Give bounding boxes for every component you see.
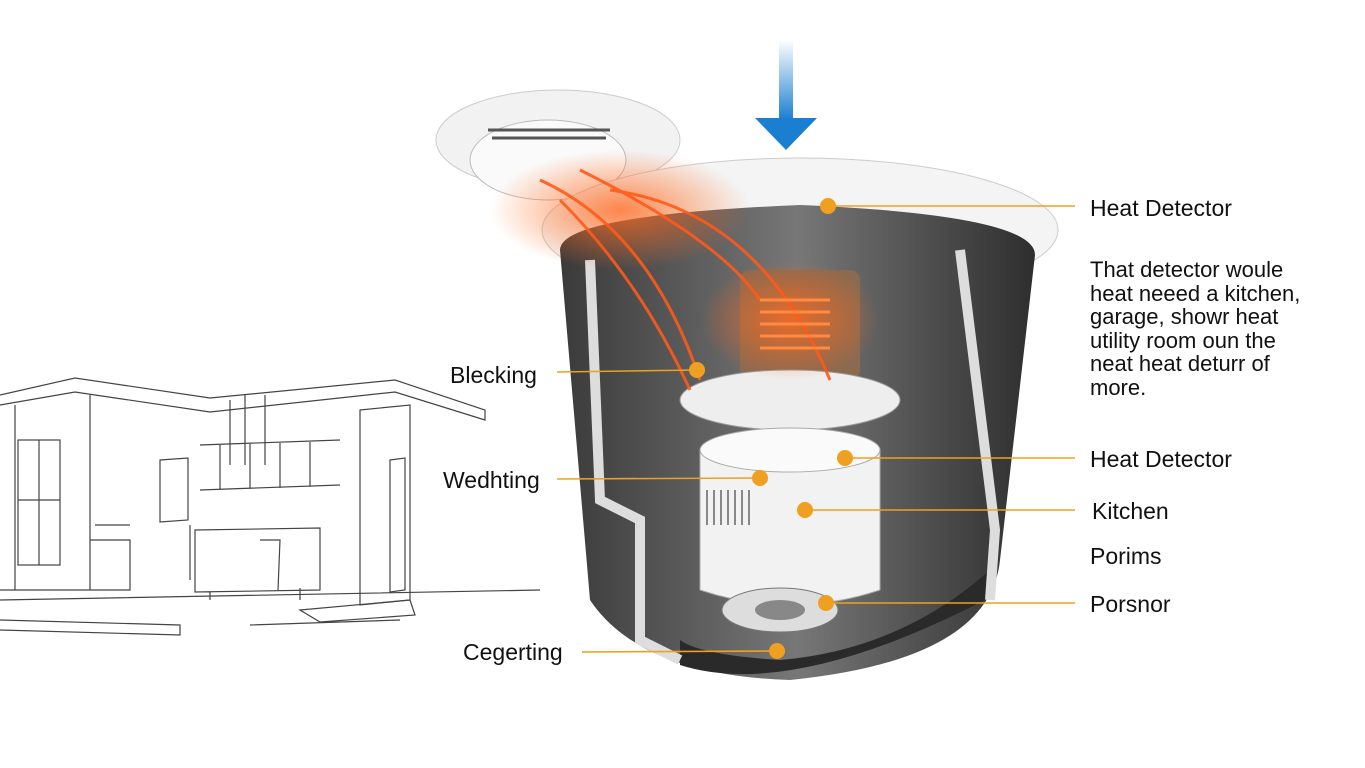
leader-dot	[769, 643, 785, 659]
label-porsnor: Porsnor	[1090, 591, 1171, 617]
leader-dot	[689, 362, 705, 378]
leader-dot	[820, 198, 836, 214]
house-sketch	[0, 377, 541, 636]
description-line: more.	[1090, 374, 1147, 400]
description-line: heat neeed a kitchen,	[1090, 280, 1301, 306]
label-heat-detector-mid: Heat Detector	[1090, 446, 1232, 472]
leader-dot	[818, 595, 834, 611]
label-blecking: Blecking	[450, 362, 537, 388]
label-porims: Porims	[1090, 543, 1162, 569]
leader-dot	[752, 470, 768, 486]
description-text: That detector woule heat neeed a kitchen…	[1090, 258, 1350, 399]
label-kitchen: Kitchen	[1092, 498, 1169, 524]
label-heat-detector-top: Heat Detector	[1090, 195, 1232, 221]
label-wedhting: Wedhting	[443, 467, 540, 493]
description-line: neat heat deturr of	[1090, 351, 1270, 376]
description-line: That detector woule	[1090, 257, 1284, 282]
label-cegerting: Cegerting	[463, 639, 563, 665]
leader-dot	[797, 502, 813, 518]
description-line: garage, showr heat	[1090, 304, 1279, 329]
description-line: utility room oun the	[1090, 327, 1276, 353]
leader-dot	[837, 450, 853, 466]
